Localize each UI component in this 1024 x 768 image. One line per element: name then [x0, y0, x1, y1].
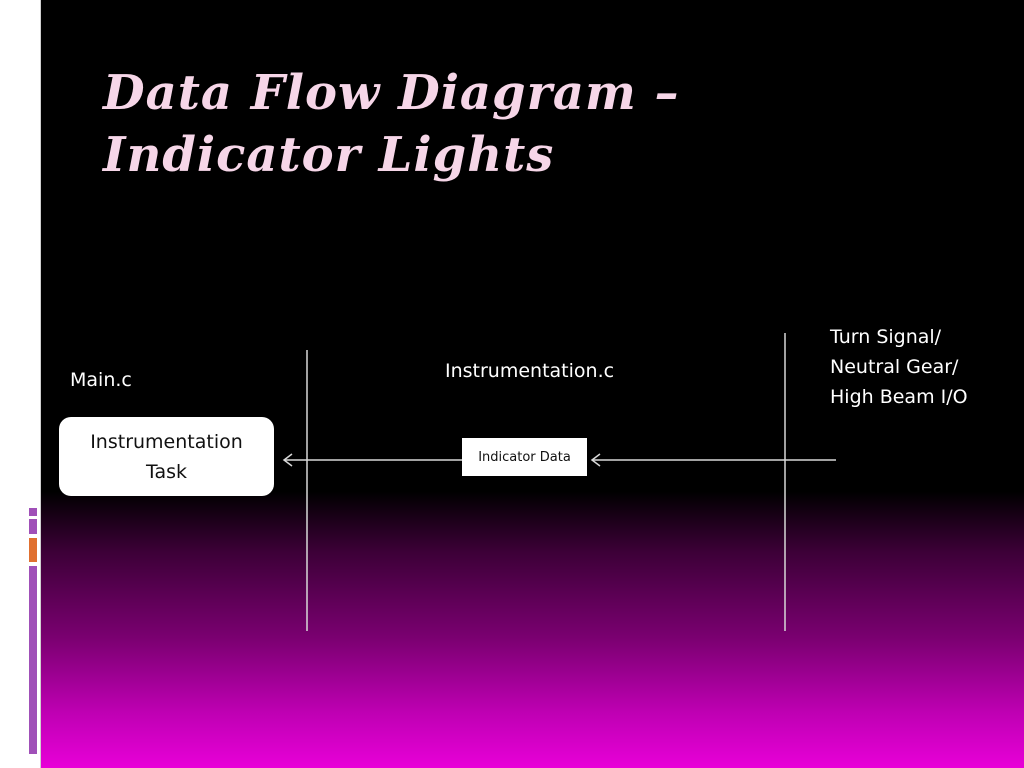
- title-line-2: Indicator Lights: [103, 127, 555, 183]
- flow-arrowhead-io-to-data: [590, 453, 601, 467]
- title-line-1: Data Flow Diagram –: [103, 65, 680, 121]
- slide-title: Data Flow Diagram – Indicator Lights: [103, 62, 823, 186]
- task-box-line-1: Instrumentation: [90, 430, 243, 453]
- slide-background: [41, 0, 1024, 768]
- indicator-data-label: Indicator Data: [478, 449, 571, 465]
- accent-bar-orange: [29, 538, 37, 562]
- task-box-line-2: Task: [145, 460, 187, 483]
- io-label: Turn Signal/ Neutral Gear/ High Beam I/O: [830, 322, 968, 412]
- io-label-line-3: High Beam I/O: [830, 386, 968, 408]
- main-c-label: Main.c: [70, 369, 132, 391]
- io-label-line-1: Turn Signal/: [830, 326, 942, 348]
- instrumentation-task-box: Instrumentation Task: [59, 417, 274, 496]
- accent-bar-purple: [29, 519, 37, 534]
- instrumentation-c-label: Instrumentation.c: [445, 360, 615, 382]
- indicator-data-box: Indicator Data: [462, 438, 587, 476]
- left-margin-strip: [0, 0, 41, 768]
- io-label-line-2: Neutral Gear/: [830, 356, 959, 378]
- flow-arrowhead-data-to-task: [282, 453, 293, 467]
- accent-bar-purple-long: [29, 566, 37, 754]
- accent-bar-purple-small: [29, 508, 37, 516]
